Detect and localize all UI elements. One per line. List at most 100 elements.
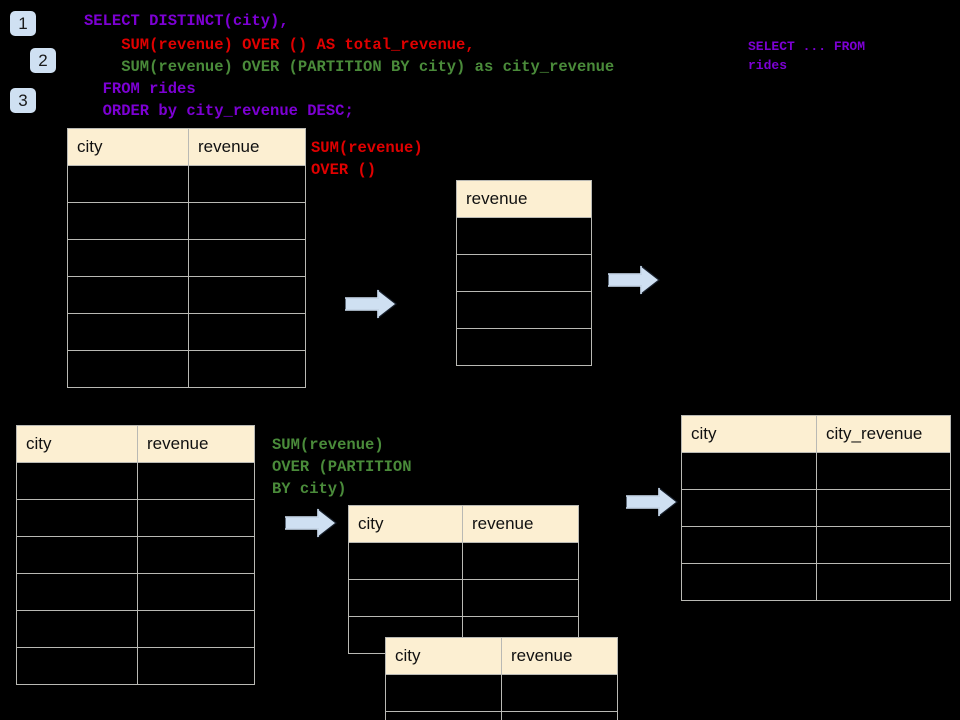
column-header-city: city — [348, 505, 463, 543]
table-row — [385, 711, 618, 720]
table-row — [67, 165, 306, 203]
result-table: city city_revenue — [681, 415, 951, 601]
cell-revenue — [188, 239, 306, 277]
table-row — [456, 291, 592, 329]
cell-city — [681, 489, 817, 527]
cell-city — [681, 452, 817, 490]
cell-city — [67, 276, 189, 314]
arrow-source-to-partition — [284, 507, 337, 539]
column-header-revenue: revenue — [137, 425, 255, 463]
table-row — [681, 563, 951, 601]
table-row — [67, 239, 306, 277]
cell-revenue — [137, 499, 255, 537]
cell-city-revenue — [816, 489, 951, 527]
table-row — [16, 536, 255, 574]
cell-city — [16, 462, 138, 500]
cell-revenue — [501, 711, 618, 720]
cell-city — [348, 579, 463, 617]
cell-revenue — [501, 674, 618, 712]
table-row — [681, 452, 951, 490]
annotation-sum-over-empty: SUM(revenue) OVER () — [311, 139, 423, 179]
table-row — [67, 350, 306, 388]
cell-revenue — [462, 542, 579, 580]
sql-line-from: FROM rides — [84, 80, 196, 98]
arrow-source-to-total — [344, 288, 397, 320]
cell-revenue — [456, 217, 592, 255]
sql-line-sum-over-partition: SUM(revenue) OVER (PARTITION BY city) as… — [84, 58, 615, 76]
cell-city — [67, 313, 189, 351]
table-row — [348, 542, 579, 580]
cell-revenue — [188, 350, 306, 388]
cell-city-revenue — [816, 526, 951, 564]
table-row — [16, 573, 255, 611]
column-header-revenue: revenue — [462, 505, 579, 543]
column-header-revenue: revenue — [456, 180, 592, 218]
table-header-row: city revenue — [16, 425, 255, 463]
column-header-city: city — [16, 425, 138, 463]
cell-city-revenue — [816, 563, 951, 601]
cell-city — [681, 563, 817, 601]
cell-revenue — [188, 276, 306, 314]
cell-city — [16, 573, 138, 611]
sql-line-select: SELECT DISTINCT(city), — [84, 12, 289, 30]
cell-city — [16, 499, 138, 537]
cell-revenue — [456, 291, 592, 329]
cell-city — [16, 647, 138, 685]
cell-city — [16, 536, 138, 574]
table-row — [456, 217, 592, 255]
cell-revenue — [456, 328, 592, 366]
column-header-revenue: revenue — [501, 637, 618, 675]
table-row — [348, 579, 579, 617]
step-badge-3: 3 — [10, 88, 36, 113]
cell-city — [385, 674, 502, 712]
table-row — [16, 610, 255, 648]
cell-revenue — [462, 579, 579, 617]
cell-revenue — [456, 254, 592, 292]
column-header-city: city — [67, 128, 189, 166]
table-row — [16, 499, 255, 537]
arrow-total-to-result — [607, 264, 660, 296]
cell-city-revenue — [816, 452, 951, 490]
total-revenue-table: revenue — [456, 180, 592, 366]
cell-city — [348, 542, 463, 580]
cell-revenue — [137, 573, 255, 611]
table-row — [67, 276, 306, 314]
cell-city — [385, 711, 502, 720]
table-header-row: revenue — [456, 180, 592, 218]
rides-source-table: city revenue — [67, 128, 306, 388]
sql-line-sum-over-empty: SUM(revenue) OVER () AS total_revenue, — [84, 36, 475, 54]
column-header-city: city — [681, 415, 817, 453]
arrow-partition-to-result — [625, 486, 678, 518]
table-row — [67, 313, 306, 351]
table-row — [456, 328, 592, 366]
column-header-revenue: revenue — [188, 128, 306, 166]
partition-group-table-front: city revenue — [385, 637, 618, 720]
table-row — [385, 674, 618, 712]
cell-city — [67, 202, 189, 240]
annotation-sum-over-partition: SUM(revenue) OVER (PARTITION BY city) — [272, 436, 412, 498]
column-header-city: city — [385, 637, 502, 675]
sql-line-order-by: ORDER by city_revenue DESC; — [84, 102, 354, 120]
cell-revenue — [188, 202, 306, 240]
table-row — [681, 526, 951, 564]
table-header-row: city revenue — [67, 128, 306, 166]
cell-city — [16, 610, 138, 648]
table-header-row: city city_revenue — [681, 415, 951, 453]
partition-group-table-back: city revenue — [348, 505, 579, 654]
cell-revenue — [137, 610, 255, 648]
column-header-city-revenue: city_revenue — [816, 415, 951, 453]
table-row — [456, 254, 592, 292]
cell-city — [67, 350, 189, 388]
step-badge-2: 2 — [30, 48, 56, 73]
table-row — [16, 647, 255, 685]
cell-revenue — [137, 647, 255, 685]
table-row — [67, 202, 306, 240]
table-header-row: city revenue — [385, 637, 618, 675]
cell-revenue — [137, 462, 255, 500]
table-header-row: city revenue — [348, 505, 579, 543]
table-row — [681, 489, 951, 527]
annotation-select-from-rides: SELECT ... FROM rides — [748, 39, 866, 73]
rides-source-table-bottom: city revenue — [16, 425, 255, 685]
cell-city — [67, 239, 189, 277]
